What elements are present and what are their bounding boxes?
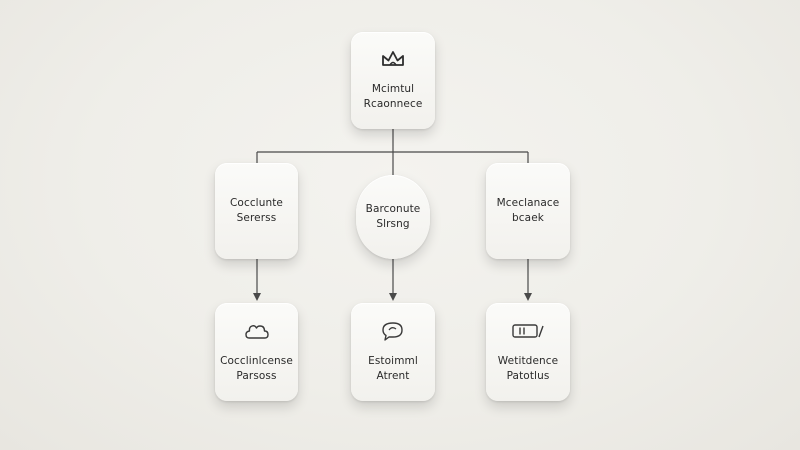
center-middle-node-subtitle: Slrsng <box>376 218 410 230</box>
right-middle-node-title: Mceclanace <box>496 197 560 209</box>
bottom-center-node[interactable]: Estoimml Atrent <box>351 303 435 401</box>
right-middle-node[interactable]: Mceclanace bcaek <box>486 163 570 259</box>
center-middle-node[interactable]: Barconute Slrsng <box>356 175 430 259</box>
bottom-right-node-title: Wetitdence <box>497 354 559 367</box>
bottom-right-node[interactable]: Wetitdence Patotlus <box>486 303 570 401</box>
left-middle-node[interactable]: Cocclunte Sererss <box>215 163 298 259</box>
center-middle-node-title: Barconute <box>365 203 421 215</box>
right-middle-node-subtitle: bcaek <box>512 212 544 224</box>
flow-arrows <box>253 259 532 301</box>
bottom-left-node-title: Cocclinlcense <box>220 354 293 367</box>
hierarchy-connector <box>256 129 529 175</box>
bottom-center-node-title: Estoimml <box>368 354 418 367</box>
root-node-title: Mcimtul <box>371 83 415 95</box>
bottom-left-node-subtitle: Parsoss <box>236 369 277 382</box>
cloud-icon <box>244 321 270 345</box>
root-node-subtitle: Rcaonnece <box>363 98 423 110</box>
left-middle-node-subtitle: Sererss <box>236 212 277 224</box>
chat-bubble-icon <box>380 321 406 345</box>
root-node[interactable]: Mcimtul Rcaonnece <box>351 32 435 129</box>
bottom-left-node[interactable]: Cocclinlcense Parsoss <box>215 303 298 401</box>
crown-icon <box>380 49 406 73</box>
battery-icon <box>511 321 545 345</box>
bottom-right-node-subtitle: Patotlus <box>506 369 550 382</box>
bottom-center-node-subtitle: Atrent <box>376 369 410 382</box>
left-middle-node-title: Cocclunte <box>229 197 283 209</box>
